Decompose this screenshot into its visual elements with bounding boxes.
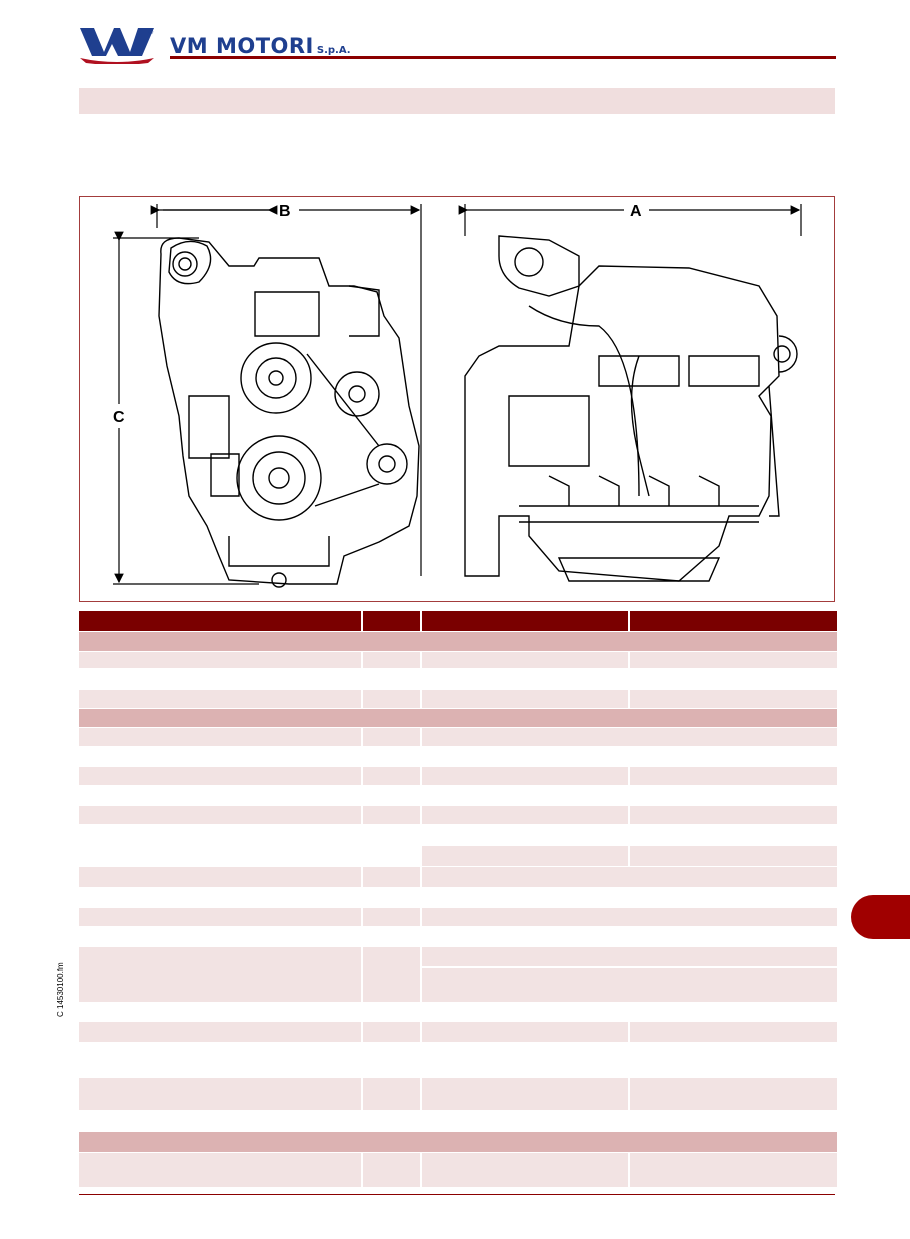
table-cell xyxy=(422,728,837,746)
table-section-row xyxy=(79,709,837,727)
brand-suffix: S.p.A. xyxy=(316,45,351,56)
table-cell xyxy=(363,867,420,887)
table-cell xyxy=(79,867,361,887)
table-cell xyxy=(363,908,420,926)
engine-side-view xyxy=(464,235,798,582)
table-cell xyxy=(422,1078,628,1110)
table-cell xyxy=(422,806,628,824)
dimension-c-label: C xyxy=(113,409,125,426)
table-cell xyxy=(363,728,420,746)
table-cell xyxy=(363,652,420,668)
table-cell xyxy=(79,947,361,1002)
table-cell xyxy=(79,1022,361,1042)
table-section-row xyxy=(79,632,837,651)
table-header-col3 xyxy=(422,611,628,631)
dimension-a-label: A xyxy=(630,203,642,220)
table-cell xyxy=(630,846,837,866)
table-cell xyxy=(422,867,837,887)
engine-figure-frame xyxy=(79,196,835,602)
table-cell xyxy=(363,806,420,824)
table-cell xyxy=(422,690,628,708)
chapter-tab xyxy=(851,895,910,939)
engine-front-view xyxy=(158,237,420,588)
vm-logo: ® xyxy=(80,28,154,64)
table-cell xyxy=(630,690,837,708)
table-cell xyxy=(79,908,361,926)
dimension-b-label: B xyxy=(279,203,291,220)
engine-drawing: B A C xyxy=(113,203,802,588)
table-cell xyxy=(630,1078,837,1110)
table-header-col2 xyxy=(363,611,420,631)
table-cell xyxy=(363,1022,420,1042)
table-cell xyxy=(630,806,837,824)
header-rule xyxy=(170,56,836,59)
table-cell xyxy=(79,806,361,824)
table-cell xyxy=(79,669,361,689)
table-header-col1 xyxy=(79,611,361,631)
table-cell xyxy=(422,1153,628,1187)
table-cell xyxy=(363,1153,420,1187)
footer-rule xyxy=(79,1194,835,1195)
dimension-b xyxy=(150,204,422,576)
table-cell xyxy=(363,947,420,1002)
table-cell xyxy=(79,767,361,785)
title-band xyxy=(79,88,835,114)
table-cell xyxy=(422,767,628,785)
table-cell xyxy=(363,767,420,785)
table-cell xyxy=(422,947,837,966)
table-section-row xyxy=(79,1132,837,1152)
table-cell xyxy=(422,968,837,1002)
table-cell xyxy=(630,652,837,668)
table-cell xyxy=(79,690,361,708)
table-cell xyxy=(422,908,837,926)
table-cell xyxy=(79,728,361,746)
table-cell xyxy=(79,1153,361,1187)
table-header-col4 xyxy=(630,611,837,631)
dimension-a xyxy=(458,204,802,236)
table-cell xyxy=(630,767,837,785)
brand-name-text: VM MOTORI xyxy=(170,34,314,58)
table-cell xyxy=(79,1078,361,1110)
table-cell xyxy=(422,652,628,668)
table-cell xyxy=(79,652,361,668)
table-cell xyxy=(630,1022,837,1042)
file-reference: C 14530100.fm xyxy=(56,962,65,1017)
table-cell xyxy=(363,1078,420,1110)
table-cell xyxy=(363,690,420,708)
svg-text:®: ® xyxy=(148,29,154,36)
dimension-c xyxy=(113,231,259,585)
table-cell xyxy=(630,1153,837,1187)
table-cell xyxy=(422,1022,628,1042)
table-cell xyxy=(422,846,628,866)
